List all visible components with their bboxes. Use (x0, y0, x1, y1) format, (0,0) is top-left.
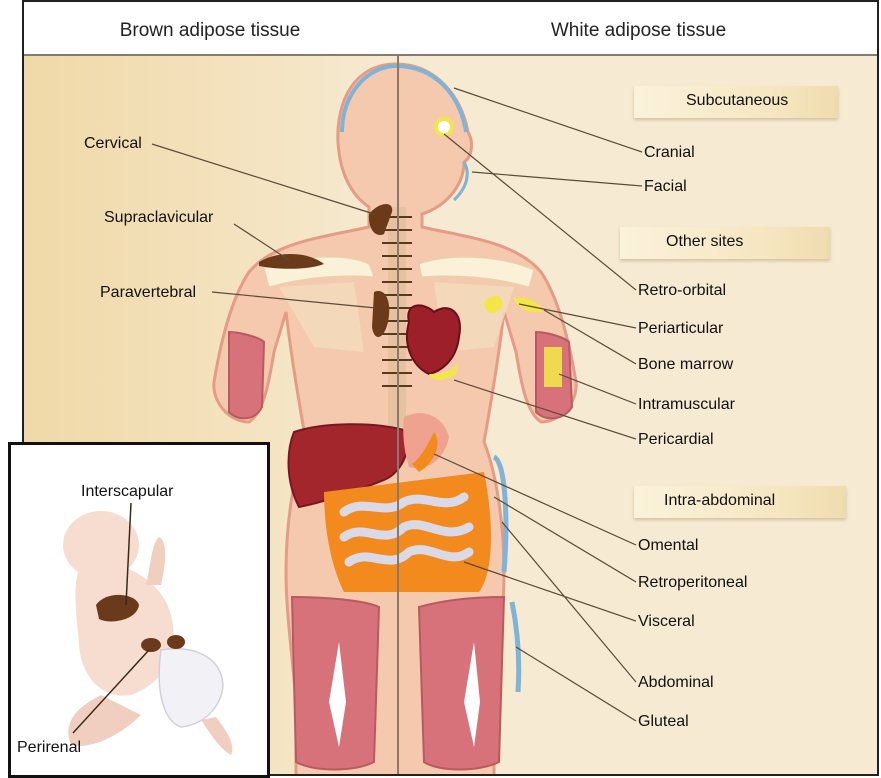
label-cranial: Cranial (644, 144, 695, 162)
section-other-sites: Other sites (620, 227, 830, 259)
perirenal-brown-fat-2 (167, 635, 185, 649)
label-perirenal: Perirenal (17, 739, 81, 757)
perirenal-brown-fat-1 (141, 638, 161, 652)
label-visceral: Visceral (638, 613, 695, 631)
brown-adipose-title: Brown adipose tissue (24, 2, 396, 54)
label-gluteal: Gluteal (638, 713, 689, 731)
white-adipose-title: White adipose tissue (396, 2, 879, 54)
label-pericardial: Pericardial (638, 431, 714, 449)
label-bone-marrow: Bone marrow (638, 356, 733, 374)
center-divider (397, 2, 399, 776)
section-intra-abdominal: Intra-abdominal (634, 486, 846, 518)
label-intramuscular: Intramuscular (638, 396, 735, 414)
label-omental: Omental (638, 537, 698, 555)
label-periarticular: Periarticular (638, 320, 723, 338)
label-cervical: Cervical (84, 135, 142, 153)
label-supraclavicular: Supraclavicular (104, 209, 213, 227)
header-bar: Brown adipose tissue White adipose tissu… (24, 2, 877, 56)
infant-inset: Interscapular Perirenal (8, 442, 270, 778)
section-subcutaneous: Subcutaneous (634, 86, 838, 118)
label-facial: Facial (644, 178, 687, 196)
label-abdominal: Abdominal (638, 674, 714, 692)
label-interscapular: Interscapular (81, 483, 174, 501)
label-paravertebral: Paravertebral (100, 284, 196, 302)
label-retroperitoneal: Retroperitoneal (638, 574, 747, 592)
label-retro-orbital: Retro-orbital (638, 282, 726, 300)
